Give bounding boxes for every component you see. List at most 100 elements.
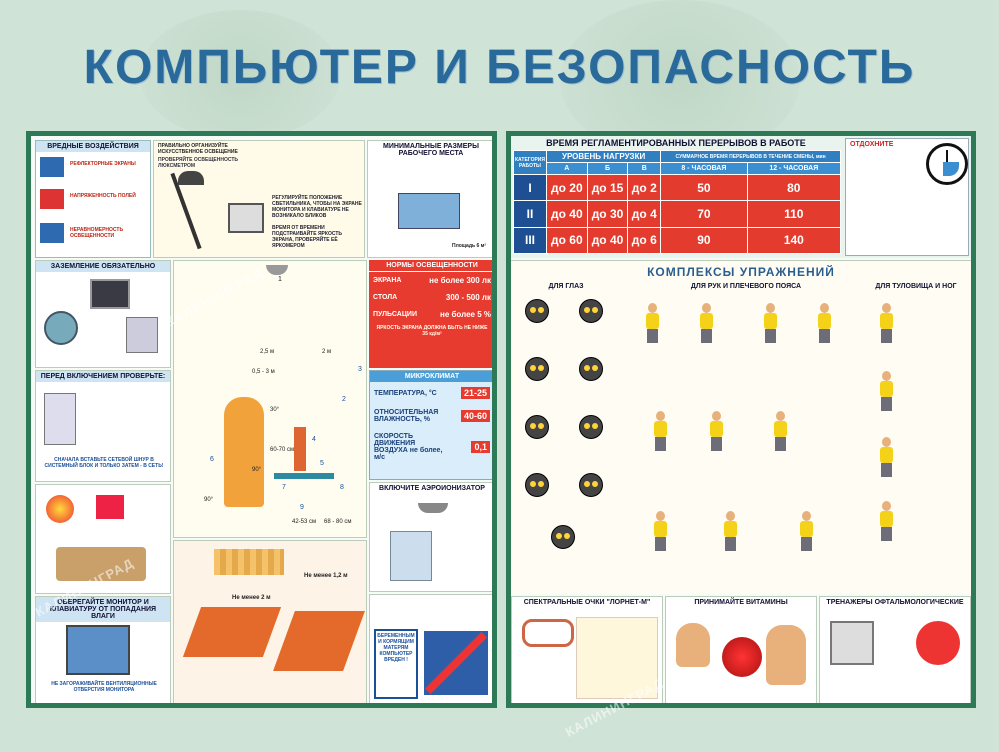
pregnancy-warning-section: БЕРЕМЕННЫМ И КОРМЯЩИМ МАТЕРЯМ КОМПЬЮТЕР … <box>369 594 492 703</box>
dimension-label: 0,5 - 3 м <box>252 369 275 375</box>
exercise-figure <box>877 437 895 477</box>
exercise-figure <box>697 303 715 343</box>
workplace-section: МИНИМАЛЬНЫЕ РАЗМЕРЫ РАБОЧЕГО МЕСТА Площа… <box>367 140 492 258</box>
norm-value: не более 5 % <box>439 310 491 319</box>
exercise-figure <box>651 511 669 551</box>
angle-label: 90° <box>252 467 262 473</box>
climate-row: ОТНОСИТЕЛЬНАЯ ВЛАЖНОСТЬ, % 40-60 <box>370 404 492 428</box>
column-header: А <box>546 162 588 175</box>
table-cell: 110 <box>746 200 842 228</box>
table-cell: до 15 <box>586 173 629 202</box>
norm-value: не более 300 лк <box>429 276 491 285</box>
lighting-section: ПРАВИЛЬНО ОРГАНИЗУЙТЕ ИСКУССТВЕННОЕ ОСВЕ… <box>153 140 365 258</box>
monitor-icon <box>66 625 130 675</box>
column-header: В <box>627 162 662 175</box>
person-face-icon <box>766 625 806 685</box>
column-header: 8 - ЧАСОВАЯ <box>660 162 748 175</box>
dimension-label: 2,5 м <box>260 349 275 355</box>
no-pregnant-icon <box>424 631 488 695</box>
dimension-label: 2 м <box>322 349 332 355</box>
table-row: III до 60 до 40 до 6 90 140 <box>513 226 842 255</box>
norm-label: ПУЛЬСАЦИИ <box>373 311 417 318</box>
harmful-item: НАПРЯЖЕННОСТЬ ПОЛЕЙ <box>70 193 136 199</box>
rest-title: ОТДОХНИТЕ <box>850 141 894 148</box>
cat-face-icon <box>525 415 549 439</box>
glasses-section: СПЕКТРАЛЬНЫЕ ОЧКИ "ЛОРНЕТ-М" <box>511 596 663 703</box>
table-cell: 70 <box>660 200 748 228</box>
before-switch-on-section: ПЕРЕД ВКЛЮЧЕНИЕМ ПРОВЕРЬТЕ: СНАЧАЛА ВСТА… <box>35 370 171 482</box>
person-icon <box>916 621 960 665</box>
dimension-label: 9 <box>300 504 304 511</box>
brightness-note: ЯРКОСТЬ ЭКРАНА ДОЛЖНА БЫТЬ НЕ НИЖЕ 35 кд… <box>376 325 488 337</box>
harmful-effects-section: ВРЕДНЫЕ ВОЗДЕЙСТВИЯ РЕФЛЕКТОРНЫЕ ЭКРАНЫ … <box>35 140 151 258</box>
cat-face-icon <box>579 473 603 497</box>
harmful-item: РЕФЛЕКТОРНЫЕ ЭКРАНЫ <box>70 161 136 167</box>
dimension-label: 5 <box>320 460 324 467</box>
table-cell: до 40 <box>546 200 588 228</box>
lighting-tip: РЕГУЛИРУЙТЕ ПОЛОЖЕНИЕ СВЕТИЛЬНИКА, ЧТОБЫ… <box>272 195 362 219</box>
table-cell: 50 <box>660 173 748 202</box>
lighting-norms-title: НОРМЫ ОСВЕЩЕННОСТИ <box>369 260 492 272</box>
clock-sector <box>943 162 959 176</box>
cable-illustration <box>56 547 146 581</box>
category-header: КАТЕГОРИЯ РАБОТЫ <box>513 150 547 175</box>
monitor-icon <box>90 279 130 309</box>
desk-icon <box>182 607 282 657</box>
norm-row: СТОЛА 300 - 500 лк <box>369 289 492 306</box>
breaks-table: КАТЕГОРИЯ РАБОТЫ УРОВЕНЬ НАГРУЗКИ СУММАР… <box>513 150 842 255</box>
exercise-figure <box>877 501 895 541</box>
breaks-section: ВРЕМЯ РЕГЛАМЕНТИРОВАННЫХ ПЕРЕРЫВОВ В РАБ… <box>511 136 971 258</box>
fruit-icon <box>722 637 762 677</box>
vitamins-section: ПРИНИМАЙТЕ ВИТАМИНЫ <box>665 596 817 703</box>
climate-value: 21-25 <box>460 387 490 399</box>
dimension-label: 3 <box>358 366 362 373</box>
cat-face-icon <box>525 299 549 323</box>
table-cell: до 60 <box>546 226 588 255</box>
right-poster-panel: ВРЕМЯ РЕГЛАМЕНТИРОВАННЫХ ПЕРЕРЫВОВ В РАБ… <box>506 131 976 708</box>
climate-label: ТЕМПЕРАТУРА, °C <box>374 389 437 397</box>
table-cell: до 4 <box>627 200 662 228</box>
background-leaf <box>140 10 340 140</box>
height-label: 68 - 80 см <box>324 519 352 525</box>
exercise-figure <box>771 411 789 451</box>
climate-row: СКОРОСТЬ ДВИЖЕНИЯ ВОЗДУХА не более, м/с … <box>370 428 492 466</box>
exercise-figure <box>877 371 895 411</box>
glasses-icon <box>522 619 574 647</box>
table-cell: до 30 <box>586 200 629 228</box>
ionizer-title: ВКЛЮЧИТЕ АЭРОИОНИЗАТОР <box>379 485 485 492</box>
cat-face-icon <box>579 415 603 439</box>
ionizer-diagram <box>390 531 432 581</box>
protect-title: ОБЕРЕГАЙТЕ МОНИТОР И КЛАВИАТУРУ ОТ ПОПАД… <box>36 597 170 622</box>
monitor-icon <box>228 203 264 233</box>
dimension-label: 8 <box>340 484 344 491</box>
lighting-tip: ВРЕМЯ ОТ ВРЕМЕНИ ПОДСТРАИВАЙТЕ ЯРКОСТЬ Э… <box>272 225 342 249</box>
dimension-label: 4 <box>312 436 316 443</box>
norm-row: ПУЛЬСАЦИИ не более 5 % <box>369 306 492 323</box>
exercise-figure <box>721 511 739 551</box>
eye-trainer-device-icon <box>830 621 874 665</box>
table-cell: 140 <box>746 226 842 255</box>
ceiling-lamp-icon <box>266 265 288 275</box>
clock-icon <box>926 143 968 185</box>
norm-value: 300 - 500 лк <box>445 293 491 302</box>
monitor-icon <box>294 427 306 471</box>
climate-label: СКОРОСТЬ ДВИЖЕНИЯ ВОЗДУХА не более, м/с <box>374 433 443 461</box>
field-icon <box>40 189 64 209</box>
height-label: 42-53 см <box>292 519 317 525</box>
seated-person-figure <box>224 397 264 507</box>
category-cell: I <box>513 173 547 202</box>
exercise-figure <box>643 303 661 343</box>
norm-row: ЭКРАНА не более 300 лк <box>369 272 492 289</box>
monitor-icon <box>40 157 64 177</box>
cat-face-icon <box>525 473 549 497</box>
workplace-title: МИНИМАЛЬНЫЕ РАЗМЕРЫ РАБОЧЕГО МЕСТА <box>383 143 479 157</box>
lighting-check: ПРОВЕРЯЙТЕ ОСВЕЩЕННОСТЬ ЛЮКСМЕТРОМ <box>158 157 238 169</box>
table-cell: 80 <box>746 173 842 202</box>
before-note: СНАЧАЛА ВСТАВЬТЕ СЕТЕВОЙ ШНУР В СИСТЕМНЫ… <box>44 457 164 469</box>
room-layout-section: Не менее 1,2 м Не менее 2 м <box>173 540 367 703</box>
norm-label: СТОЛА <box>373 294 398 301</box>
clock-hand <box>946 150 948 164</box>
glasses-info-card <box>576 617 658 699</box>
category-cell: II <box>513 200 547 228</box>
exercises-title: КОМПЛЕКСЫ УПРАЖНЕНИЙ <box>647 265 835 279</box>
